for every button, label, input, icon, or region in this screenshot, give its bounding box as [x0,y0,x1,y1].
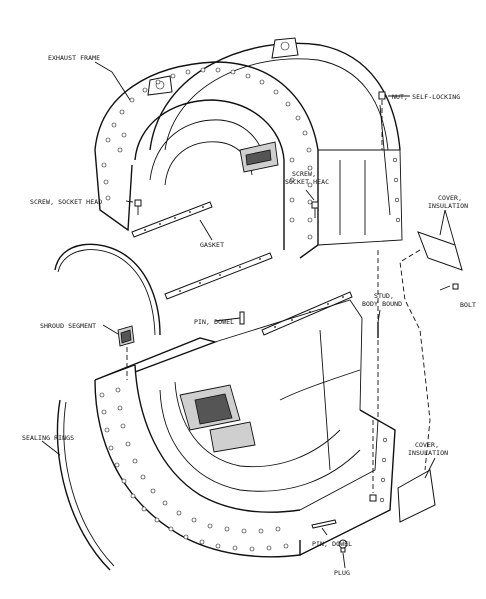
exhaust-frame-upper [94,37,403,259]
lifting-lug-icon [271,37,299,59]
label-screw-socket-head-left: SCREW, SOCKET HEAD [30,198,102,206]
label-screw-socket-head-mid-1: SCREW, [292,170,316,178]
lower-plug-stud-part [369,420,377,502]
label-stud-body-bound-2: BODY BOUND [362,300,402,308]
flange-bolt-holes [101,67,401,240]
exhaust-frame-lower [94,299,396,558]
leader-lines [41,61,456,569]
label-cover-insulation-top-1: COVER, [438,194,462,202]
label-cover-insulation-bottom-1: COVER, [415,441,439,449]
label-sealing-rings: SEALING RINGS [22,434,74,442]
label-pin-dowel-bottom: PIN, DOWEL [312,540,352,548]
screw-socket-head-left-part [134,199,142,215]
label-bolt: BOLT [460,301,476,309]
cover-insulation-top-part [399,231,463,471]
bolt-part [439,283,459,291]
plug-part [338,539,348,553]
pin-dowel-bottom-part [311,519,337,529]
sealing-ring-upper [54,243,161,336]
sealing-ring-lower [56,399,115,571]
label-exhaust-frame: EXHAUST FRAME [48,54,100,62]
flange-bolt-holes [99,387,388,552]
label-cover-insulation-top-2: INSULATION [428,202,468,210]
cover-insulation-bottom-part [397,469,436,523]
shroud-segment-part [117,325,135,380]
label-shroud-segment: SHROUD SEGMENT [40,322,96,330]
label-nut-self-locking: NUT, SELF-LOCKING [392,93,460,101]
label-cover-insulation-bottom-2: INSULATION [408,449,448,457]
label-gasket: GASKET [200,241,224,249]
label-screw-socket-head-mid-2: SOCKET HEAC [285,178,329,186]
label-stud-body-bound-1: STUD, [374,292,394,300]
screw-socket-head-mid-part [311,201,319,218]
label-plug: PLUG [334,569,350,577]
pin-dowel-top-part [239,311,245,325]
lifting-lug-icon [147,75,173,96]
part-labels: EXHAUST FRAME NUT, SELF-LOCKING SCREW, S… [22,54,476,577]
label-pin-dowel-top: PIN, DOWEL [194,318,234,326]
nut-self-locking-part [378,91,386,150]
